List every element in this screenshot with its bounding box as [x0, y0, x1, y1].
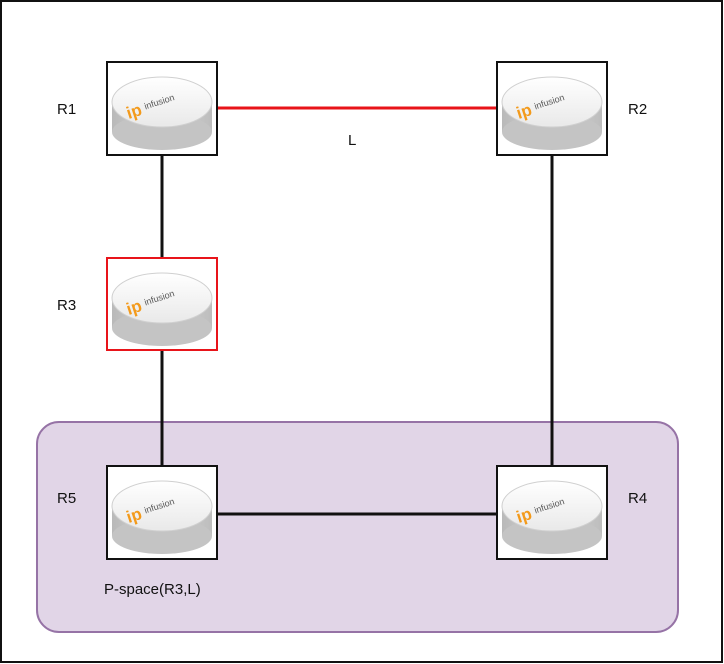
router-icon — [501, 76, 603, 151]
router-r5[interactable] — [106, 465, 218, 560]
router-r4[interactable] — [496, 465, 608, 560]
router-icon — [111, 480, 213, 555]
label-r2: R2 — [628, 101, 647, 118]
label-r3: R3 — [57, 297, 76, 314]
label-r4: R4 — [628, 490, 647, 507]
router-icon — [111, 272, 213, 347]
router-r3[interactable] — [106, 257, 218, 351]
p-space-label: P-space(R3,L) — [104, 581, 201, 598]
router-icon — [111, 76, 213, 151]
router-r2[interactable] — [496, 61, 608, 156]
label-r1: R1 — [57, 101, 76, 118]
link-label-l: L — [348, 132, 356, 149]
label-r5: R5 — [57, 490, 76, 507]
router-r1[interactable] — [106, 61, 218, 156]
router-icon — [501, 480, 603, 555]
